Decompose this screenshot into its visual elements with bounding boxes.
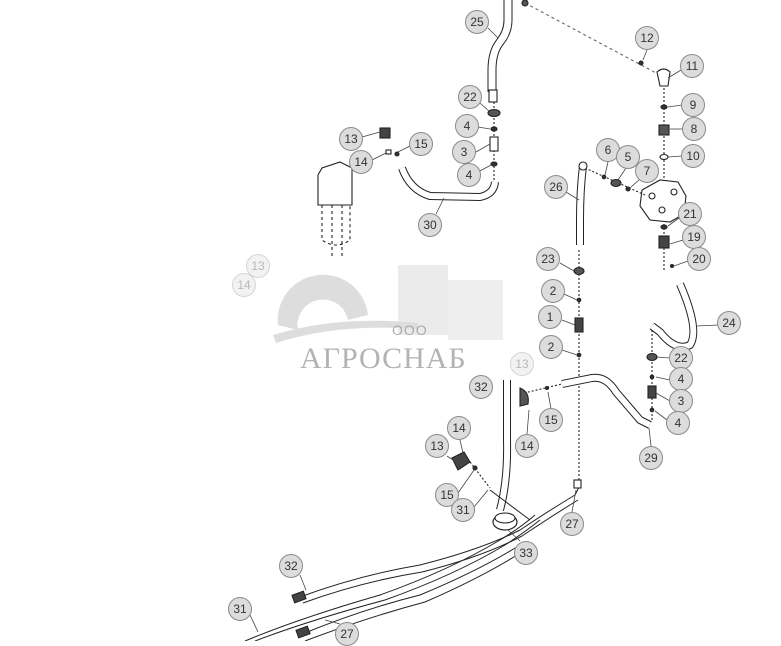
- callout-31: 31: [228, 597, 252, 621]
- callout-4: 4: [666, 411, 690, 435]
- callout-13: 13: [510, 352, 534, 376]
- callout-33: 33: [514, 541, 538, 565]
- callout-13: 13: [425, 434, 449, 458]
- callout-4: 4: [457, 163, 481, 187]
- callout-14: 14: [447, 416, 471, 440]
- callout-5: 5: [616, 145, 640, 169]
- callout-20: 20: [687, 247, 711, 271]
- callout-3: 3: [452, 140, 476, 164]
- callout-27: 27: [335, 622, 359, 646]
- watermark-prefix: ООО: [392, 322, 428, 338]
- callout-4: 4: [455, 114, 479, 138]
- callout-2: 2: [541, 279, 565, 303]
- callout-9: 9: [681, 93, 705, 117]
- callout-30: 30: [418, 213, 442, 237]
- clamp-33: [492, 512, 518, 531]
- callout-8: 8: [682, 117, 706, 141]
- callout-15: 15: [539, 408, 563, 432]
- filter-housing: [317, 161, 353, 256]
- callout-2: 2: [539, 335, 563, 359]
- callout-25: 25: [465, 10, 489, 34]
- callout-14: 14: [232, 273, 256, 297]
- callout-32: 32: [469, 375, 493, 399]
- callout-3: 3: [669, 389, 693, 413]
- hose-26: [576, 161, 588, 245]
- callout-19: 19: [682, 225, 706, 249]
- callout-10: 10: [681, 144, 705, 168]
- hose-25: [487, 0, 513, 103]
- callout-1: 1: [538, 305, 562, 329]
- hose-bundle: [244, 484, 581, 641]
- fitting-stack-right: [656, 68, 675, 270]
- hose-32-vertical: [496, 380, 512, 512]
- callout-23: 23: [536, 247, 560, 271]
- callout-13: 13: [339, 127, 363, 151]
- callout-27: 27: [560, 512, 584, 536]
- callout-14: 14: [349, 150, 373, 174]
- callout-14: 14: [515, 434, 539, 458]
- callout-15: 15: [409, 132, 433, 156]
- callout-29: 29: [639, 446, 663, 470]
- callout-31: 31: [451, 498, 475, 522]
- callout-13: 13: [246, 254, 270, 278]
- hose-29: [561, 373, 652, 429]
- callout-21: 21: [678, 202, 702, 226]
- hose-24: [649, 282, 698, 351]
- fitting-stack-left: [487, 102, 501, 182]
- callout-32: 32: [279, 554, 303, 578]
- callout-22: 22: [458, 85, 482, 109]
- callout-4: 4: [669, 367, 693, 391]
- hose-30: [398, 166, 499, 202]
- watermark-logo: [273, 265, 503, 343]
- callout-7: 7: [635, 159, 659, 183]
- watermark-company: АГРОСНАБ: [300, 342, 467, 375]
- callout-11: 11: [680, 54, 704, 78]
- callout-24: 24: [717, 311, 741, 335]
- fitting-stack-middle: [573, 250, 585, 480]
- callout-26: 26: [544, 175, 568, 199]
- callout-22: 22: [669, 346, 693, 370]
- callout-12: 12: [635, 26, 659, 50]
